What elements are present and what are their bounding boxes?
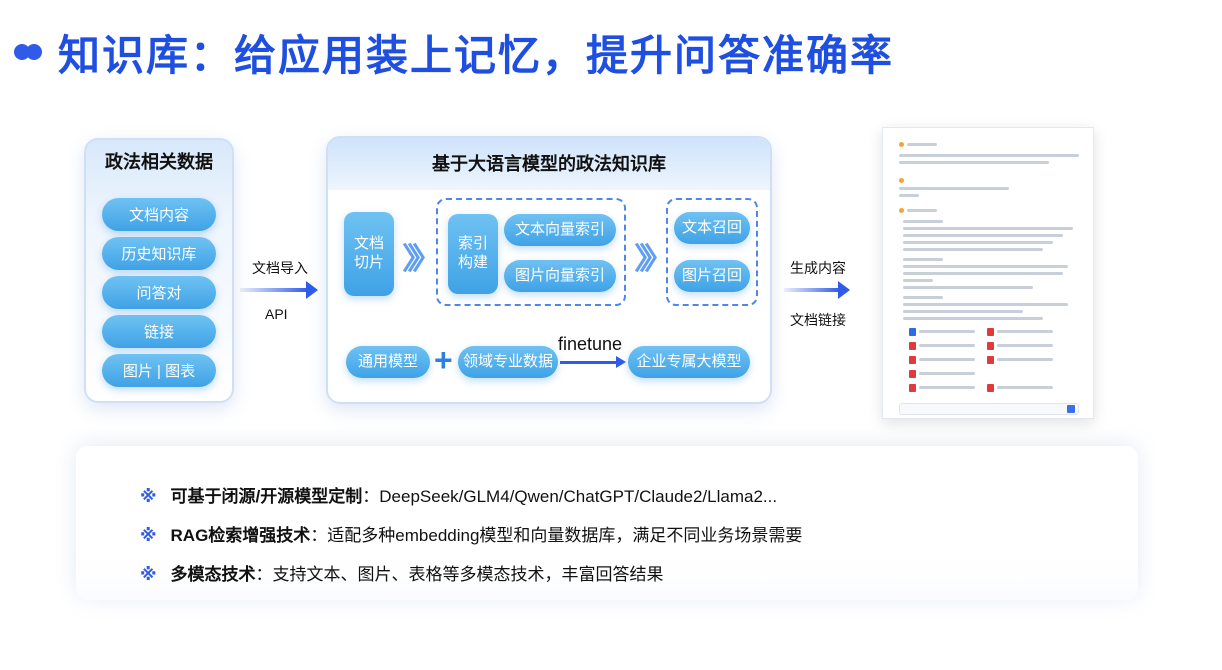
pdf-file-icon xyxy=(909,356,916,364)
import-label: 文档导入 xyxy=(252,260,308,276)
feature-item: ※ 多模态技术：支持文本、图片、表格等多模态技术，丰富回答结果 xyxy=(140,560,664,585)
enterprise-model-box: 企业专属大模型 xyxy=(628,346,750,378)
title-bullet-icon xyxy=(26,44,42,60)
chat-screenshot-image xyxy=(882,127,1094,419)
source-item-qa-pairs: 问答对 xyxy=(102,276,216,309)
text-vector-index-box: 文本向量索引 xyxy=(504,214,616,246)
chevrons-icon: 〉〉〉 xyxy=(634,243,674,276)
image-recall-box: 图片召回 xyxy=(674,260,750,292)
feature-text: ：适配多种embedding模型和向量数据库，满足不同业务场景需要 xyxy=(310,526,803,545)
plus-icon: + xyxy=(434,342,453,378)
finetune-arrow-icon xyxy=(560,356,626,368)
api-label: API xyxy=(265,306,288,322)
knowledge-base-panel: 基于大语言模型的政法知识库 文档 切片 〉〉〉 索引 构建 文本向量索引 图片向… xyxy=(326,136,772,404)
pdf-file-icon xyxy=(987,384,994,392)
feature-title: RAG检索增强技术 xyxy=(170,526,311,545)
index-group xyxy=(436,198,626,306)
import-arrow-icon xyxy=(240,281,318,299)
user-avatar-icon xyxy=(899,178,904,183)
chat-input-field xyxy=(899,403,1079,415)
pdf-file-icon xyxy=(987,342,994,350)
reference-mark-icon: ※ xyxy=(140,565,157,584)
reference-mark-icon: ※ xyxy=(140,526,157,545)
page-title: 知识库：给应用装上记忆，提升问答准确率 xyxy=(58,32,895,79)
source-item-history-kb: 历史知识库 xyxy=(102,237,216,270)
image-vector-index-box: 图片向量索引 xyxy=(504,260,616,292)
recall-group xyxy=(666,198,758,306)
doc-links-label: 文档链接 xyxy=(790,312,846,328)
pdf-file-icon xyxy=(909,384,916,392)
chunking-box: 文档 切片 xyxy=(344,212,394,296)
finetune-label: finetune xyxy=(558,334,623,354)
data-sources-panel: 政法相关数据 文档内容 历史知识库 问答对 链接 图片 | 图表 xyxy=(84,138,234,403)
pdf-file-icon xyxy=(909,370,916,378)
pdf-file-icon xyxy=(909,342,916,350)
feature-item: ※ RAG检索增强技术：适配多种embedding模型和向量数据库，满足不同业务场… xyxy=(140,521,802,546)
assistant-avatar-icon xyxy=(899,208,904,213)
doc-file-icon xyxy=(909,328,916,336)
text-recall-box: 文本召回 xyxy=(674,212,750,244)
reference-mark-icon: ※ xyxy=(140,487,157,506)
pdf-file-icon xyxy=(987,356,994,364)
output-arrow-icon xyxy=(784,281,850,299)
source-item-images-charts: 图片 | 图表 xyxy=(102,354,216,387)
knowledge-base-heading: 基于大语言模型的政法知识库 xyxy=(328,138,770,190)
domain-data-box: 领域专业数据 xyxy=(458,346,558,378)
general-model-box: 通用模型 xyxy=(346,346,430,378)
data-sources-heading: 政法相关数据 xyxy=(105,152,213,172)
feature-title: 可基于闭源/开源模型定制 xyxy=(170,487,363,506)
generate-content-label: 生成内容 xyxy=(790,260,846,276)
feature-text: ：支持文本、图片、表格等多模态技术，丰富回答结果 xyxy=(255,565,664,584)
features-panel: ※ 可基于闭源/开源模型定制：DeepSeek/GLM4/Qwen/ChatGPT… xyxy=(76,446,1138,600)
assistant-avatar-icon xyxy=(899,142,904,147)
chevrons-icon: 〉〉〉 xyxy=(402,243,442,276)
feature-text: ：DeepSeek/GLM4/Qwen/ChatGPT/Claude2/Llam… xyxy=(362,487,778,506)
feature-item: ※ 可基于闭源/开源模型定制：DeepSeek/GLM4/Qwen/ChatGPT… xyxy=(140,482,777,507)
index-build-box: 索引 构建 xyxy=(448,214,498,294)
pdf-file-icon xyxy=(987,328,994,336)
send-icon xyxy=(1067,405,1075,413)
source-item-links: 链接 xyxy=(102,315,216,348)
source-item-documents: 文档内容 xyxy=(102,198,216,231)
feature-title: 多模态技术 xyxy=(170,565,256,584)
